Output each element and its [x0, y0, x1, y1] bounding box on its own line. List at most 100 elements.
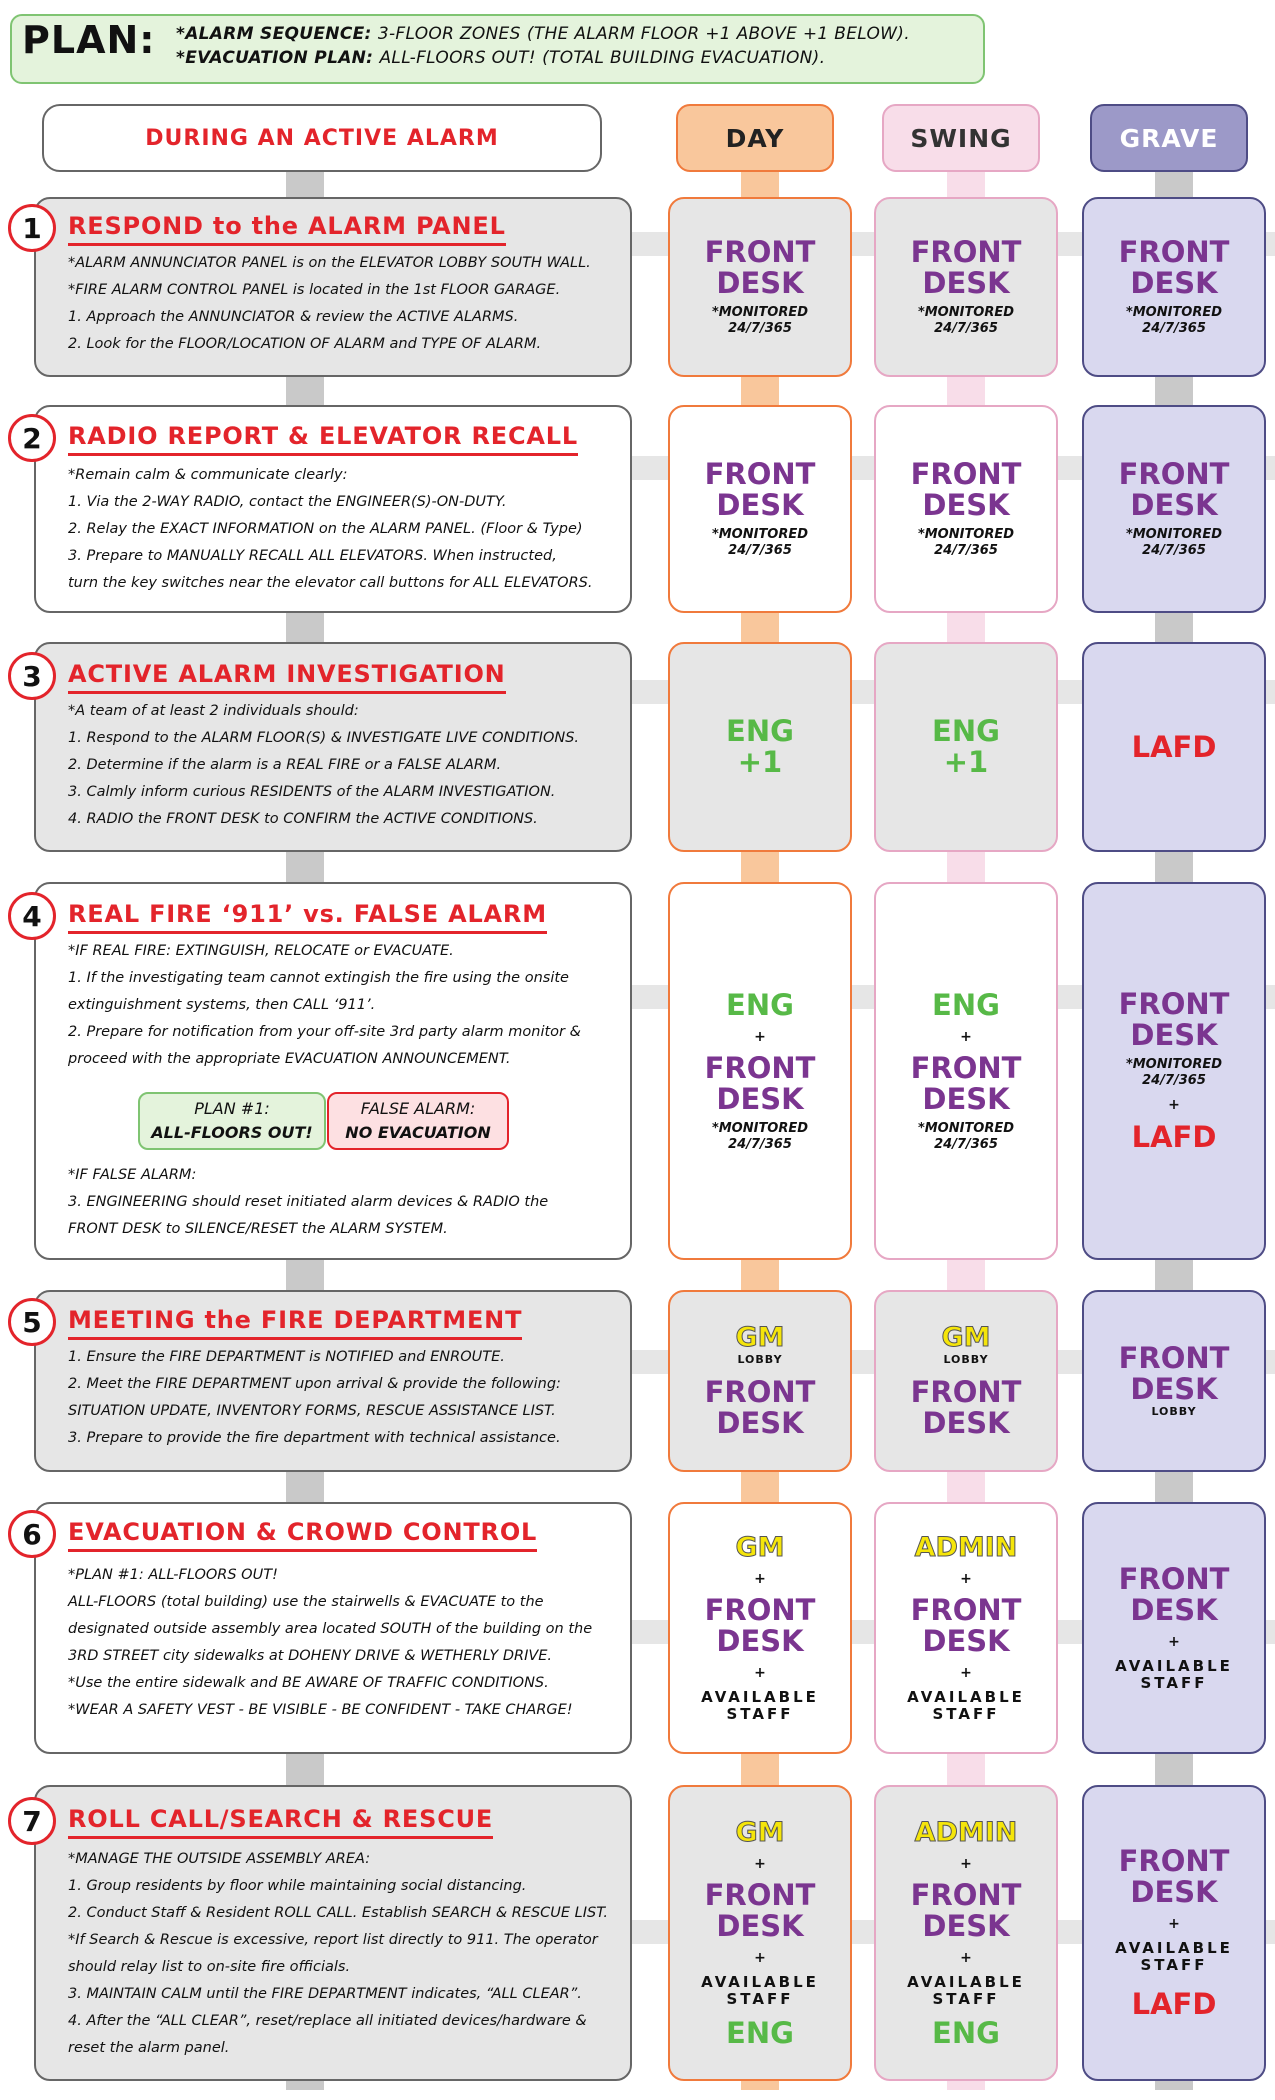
- role-available-staff: AVAILABLE STAFF: [907, 1688, 1025, 1723]
- role-front-desk: FRONT DESK: [704, 1050, 816, 1116]
- plus-sign: +: [960, 1949, 972, 1966]
- role-admin: ADMIN: [914, 1532, 1018, 1563]
- role-lafd: LAFD: [1131, 1120, 1217, 1154]
- instruction-line: reset the alarm panel.: [68, 2040, 230, 2056]
- role-available-staff: AVAILABLE STAFF: [1115, 1939, 1233, 1974]
- evacuation-plan-note: (TOTAL BUILDING EVACUATION).: [542, 48, 826, 68]
- instruction-line: *A team of at least 2 individuals should…: [68, 703, 359, 719]
- instruction-line: *PLAN #1: ALL-FLOORS OUT!: [68, 1567, 278, 1583]
- role-admin: ADMIN: [914, 1816, 1018, 1848]
- instruction-line: 2. Relay the EXACT INFORMATION on the AL…: [68, 521, 583, 537]
- step-title: MEETING the FIRE DEPARTMENT: [68, 1305, 523, 1340]
- monitored-label: *MONITORED: [1125, 305, 1223, 320]
- role-front-desk: FRONT DESK: [704, 1375, 816, 1440]
- role-front-desk: FRONT DESK: [704, 457, 816, 522]
- role-gm: GM: [735, 1322, 785, 1353]
- monitored-label: *MONITORED: [711, 305, 809, 320]
- active-alarm-header: DURING AN ACTIVE ALARM: [42, 104, 602, 172]
- role-front-desk: FRONT DESK: [910, 235, 1022, 300]
- role-engineering: ENG: [932, 2015, 1000, 2050]
- monitored-hours: 24/7/365: [934, 1136, 998, 1152]
- instruction-line: should relay list to on-site fire offici…: [68, 1959, 351, 1975]
- monitored-label: *MONITORED: [917, 305, 1015, 320]
- instruction-line: 3. Prepare to provide the fire departmen…: [68, 1430, 561, 1446]
- step-instructions: *Remain calm & communicate clearly: 1. V…: [68, 462, 628, 597]
- step-title: REAL FIRE ‘911’ vs. FALSE ALARM: [68, 899, 547, 934]
- instruction-line: 2. Determine if the alarm is a REAL FIRE…: [68, 757, 502, 773]
- instruction-line: 2. Prepare for notification from your of…: [68, 1024, 581, 1040]
- badge-label: PLAN #1:: [194, 1099, 270, 1118]
- monitored-hours: 24/7/365: [934, 543, 998, 558]
- step-5-swing-cell: GM LOBBY FRONT DESK: [874, 1290, 1058, 1472]
- instruction-line: *IF FALSE ALARM:: [68, 1167, 197, 1183]
- step-number: 6: [8, 1510, 56, 1558]
- instruction-line: 3. Prepare to MANUALLY RECALL ALL ELEVAT…: [68, 548, 557, 564]
- instruction-line: 1. Via the 2-WAY RADIO, contact the ENGI…: [68, 494, 507, 510]
- step-number: 4: [8, 892, 56, 940]
- step-instructions: *ALARM ANNUNCIATOR PANEL is on the ELEVA…: [68, 250, 628, 358]
- role-gm: GM: [735, 1816, 785, 1848]
- instruction-line: 3. ENGINEERING should reset initiated al…: [68, 1194, 549, 1210]
- step-4-box: [34, 882, 632, 1260]
- instruction-line: *Remain calm & communicate clearly:: [68, 467, 348, 483]
- role-gm: GM: [735, 1532, 785, 1563]
- location-lobby: LOBBY: [1151, 1405, 1197, 1418]
- instruction-line: 2. Conduct Staff & Resident ROLL CALL. E…: [68, 1905, 608, 1921]
- role-front-desk: FRONT DESK: [910, 1593, 1022, 1658]
- role-front-desk: FRONT DESK: [1118, 987, 1230, 1052]
- role-front-desk: FRONT DESK: [910, 1877, 1022, 1943]
- instruction-line: FRONT DESK to SILENCE/RESET the ALARM SY…: [68, 1221, 448, 1237]
- role-front-desk: FRONT DESK: [1118, 1562, 1230, 1627]
- alarm-sequence-label: *ALARM SEQUENCE:: [176, 24, 372, 44]
- role-available-staff: AVAILABLE STAFF: [907, 1972, 1025, 2008]
- role-front-desk: FRONT DESK: [1118, 1844, 1230, 1909]
- role-lafd: LAFD: [1131, 730, 1217, 764]
- plus-sign: +: [754, 1571, 766, 1587]
- monitored-hours: 24/7/365: [728, 1136, 792, 1152]
- role-front-desk: FRONT DESK: [1118, 235, 1230, 300]
- step-5-grave-cell: FRONT DESK LOBBY: [1082, 1290, 1266, 1472]
- step-7-box: [34, 1785, 632, 2081]
- instruction-line: 4. RADIO the FRONT DESK to CONFIRM the A…: [68, 811, 538, 827]
- step-instructions-false-alarm: *IF FALSE ALARM: 3. ENGINEERING should r…: [68, 1162, 628, 1243]
- instruction-line: *Use the entire sidewalk and BE AWARE OF…: [68, 1675, 549, 1691]
- step-title: RESPOND to the ALARM PANEL: [68, 211, 506, 246]
- plus-sign: +: [960, 1571, 972, 1587]
- role-engineering: ENG: [726, 987, 794, 1022]
- step-number: 1: [8, 204, 56, 252]
- step-title: ACTIVE ALARM INVESTIGATION: [68, 659, 506, 694]
- monitored-hours: 24/7/365: [1142, 321, 1206, 336]
- step-2-grave-cell: FRONT DESK *MONITORED 24/7/365: [1082, 405, 1266, 613]
- step-1-swing-cell: FRONT DESK *MONITORED 24/7/365: [874, 197, 1058, 377]
- instruction-line: 3. MAINTAIN CALM until the FIRE DEPARTME…: [68, 1986, 582, 2002]
- monitored-label: *MONITORED: [917, 1120, 1015, 1136]
- plus-sign: +: [1168, 1634, 1180, 1650]
- step-number: 7: [8, 1797, 56, 1845]
- instruction-line: extinguishment systems, then CALL ‘911’.: [68, 997, 376, 1013]
- role-available-staff: AVAILABLE STAFF: [701, 1688, 819, 1723]
- role-gm: GM: [941, 1322, 991, 1353]
- step-number: 3: [8, 652, 56, 700]
- alarm-sequence-value: 3-FLOOR ZONES: [377, 24, 521, 44]
- monitored-hours: 24/7/365: [1142, 543, 1206, 558]
- instruction-line: *WEAR A SAFETY VEST - BE VISIBLE - BE CO…: [68, 1702, 573, 1718]
- shift-header-grave: GRAVE: [1090, 104, 1248, 172]
- role-front-desk: FRONT DESK: [910, 1375, 1022, 1440]
- role-front-desk: FRONT DESK: [704, 1877, 816, 1943]
- monitored-hours: 24/7/365: [934, 321, 998, 336]
- step-instructions: 1. Ensure the FIRE DEPARTMENT is NOTIFIE…: [68, 1344, 628, 1452]
- role-front-desk: FRONT DESK: [704, 235, 816, 300]
- instruction-line: 3RD STREET city sidewalks at DOHENY DRIV…: [68, 1648, 553, 1664]
- step-4-swing-cell: ENG + FRONT DESK *MONITORED 24/7/365: [874, 882, 1058, 1260]
- instruction-line: 2. Look for the FLOOR/LOCATION OF ALARM …: [68, 336, 542, 352]
- instruction-line: 1. Approach the ANNUNCIATOR & review the…: [68, 309, 519, 325]
- plus-sign: +: [1168, 1097, 1180, 1113]
- instruction-line: *IF REAL FIRE: EXTINGUISH, RELOCATE or E…: [68, 943, 454, 959]
- monitored-hours: 24/7/365: [1142, 1073, 1206, 1088]
- badge-value: NO EVACUATION: [345, 1123, 491, 1142]
- monitored-hours: 24/7/365: [728, 543, 792, 558]
- step-instructions: *MANAGE THE OUTSIDE ASSEMBLY AREA: 1. Gr…: [68, 1846, 628, 2062]
- monitored-label: *MONITORED: [1125, 1057, 1223, 1072]
- step-5-day-cell: GM LOBBY FRONT DESK: [668, 1290, 852, 1472]
- instruction-line: SITUATION UPDATE, INVENTORY FORMS, RESCU…: [68, 1403, 556, 1419]
